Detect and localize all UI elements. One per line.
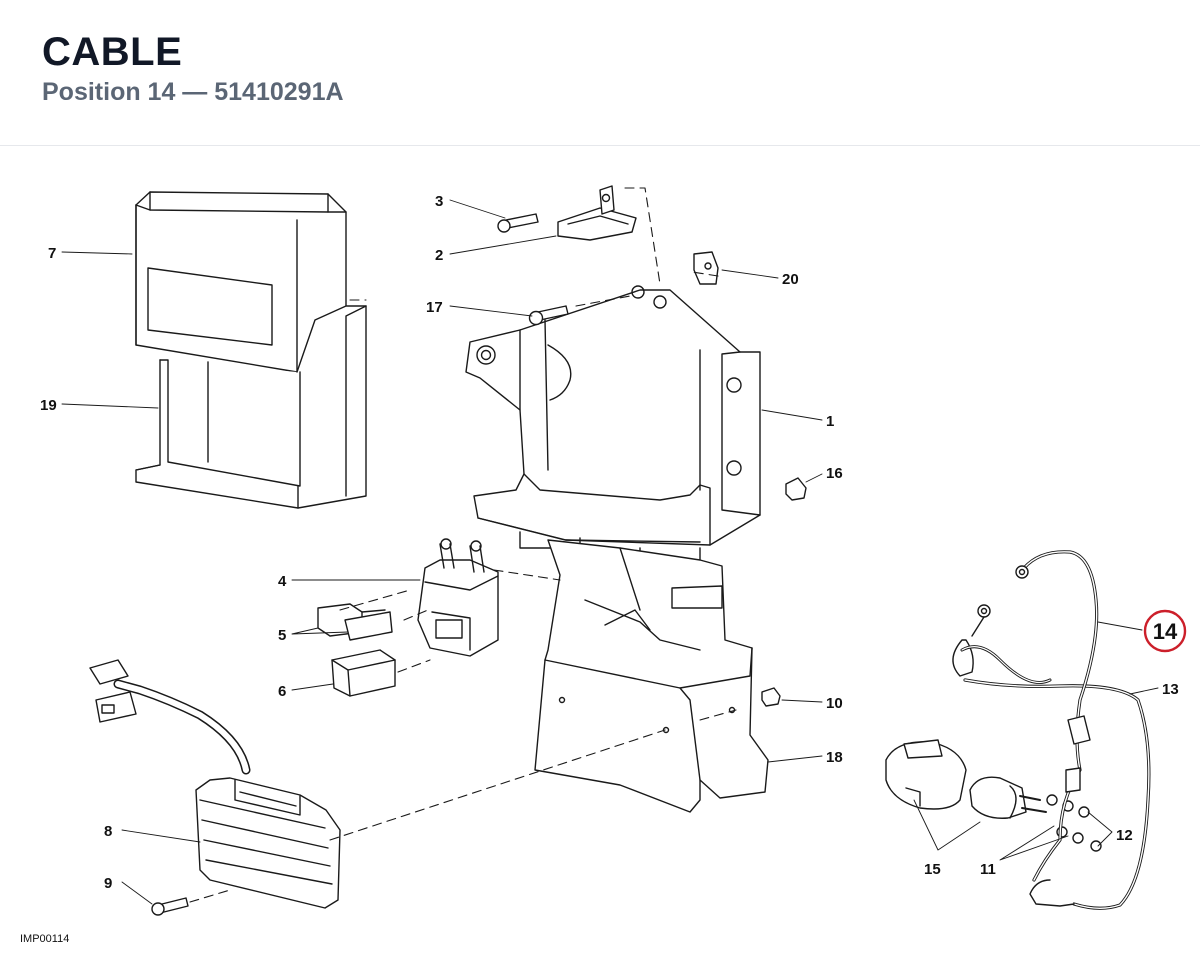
- callout-7[interactable]: 7: [48, 245, 56, 262]
- part-main-bracket[interactable]: [465, 285, 761, 563]
- part-washers-nuts[interactable]: [1046, 794, 1102, 852]
- page-title: CABLE: [42, 30, 183, 74]
- page-header: CABLE Position 14 — 51410291A: [0, 0, 1200, 146]
- part-screw-9[interactable]: [151, 897, 189, 916]
- callout-12[interactable]: 12: [1116, 827, 1133, 844]
- part-nut-10[interactable]: [761, 687, 781, 707]
- callout-8[interactable]: 8: [104, 823, 112, 840]
- part-relay-holder[interactable]: [417, 538, 499, 657]
- callout-13[interactable]: 13: [1162, 681, 1179, 698]
- callout-20[interactable]: 20: [782, 271, 799, 288]
- part-lower-plate[interactable]: [534, 539, 769, 813]
- leader-lines: [61, 199, 1159, 905]
- part-starter-solenoid[interactable]: [969, 776, 1047, 819]
- callout-1[interactable]: 1: [826, 413, 834, 430]
- part-clip[interactable]: [557, 185, 637, 241]
- callout-4[interactable]: 4: [278, 573, 287, 590]
- part-screw-17[interactable]: [528, 305, 569, 326]
- part-battery[interactable]: [135, 191, 347, 373]
- callout-3[interactable]: 3: [435, 193, 443, 210]
- callout-11[interactable]: 11: [980, 861, 996, 878]
- callout-17[interactable]: 17: [426, 299, 443, 316]
- part-voltage-regulator[interactable]: [89, 659, 341, 909]
- callout-6[interactable]: 6: [278, 683, 286, 700]
- part-battery-box[interactable]: [135, 305, 367, 509]
- part-cable-14[interactable]: [952, 550, 1099, 882]
- callout-labels: 7 19 3 2 17 20 1 16 4 5 6 8 9 10 18 13 1…: [20, 193, 1179, 945]
- part-relay-large[interactable]: [331, 649, 396, 697]
- part-solenoid-cover[interactable]: [885, 739, 967, 810]
- diagram-code: IMP00114: [20, 933, 69, 945]
- callout-16[interactable]: 16: [826, 465, 843, 482]
- callout-14[interactable]: 14: [1153, 619, 1178, 644]
- callout-2[interactable]: 2: [435, 247, 443, 264]
- part-screw-3[interactable]: [497, 213, 539, 233]
- callout-18[interactable]: 18: [826, 749, 843, 766]
- callout-15[interactable]: 15: [924, 861, 941, 878]
- part-nut-16[interactable]: [785, 477, 807, 501]
- page-subtitle: Position 14 — 51410291A: [42, 78, 344, 106]
- callout-5[interactable]: 5: [278, 627, 286, 644]
- callout-19[interactable]: 19: [40, 397, 57, 414]
- exploded-parts-diagram: 7 19 3 2 17 20 1 16 4 5 6 8 9 10 18 13 1…: [0, 146, 1200, 959]
- assembly-lines: [189, 187, 737, 903]
- part-speed-nut[interactable]: [693, 251, 719, 285]
- callout-9[interactable]: 9: [104, 875, 112, 892]
- callout-14-highlight[interactable]: 14: [1143, 609, 1187, 653]
- part-cable-13[interactable]: [963, 678, 1151, 910]
- part-relay-small[interactable]: [317, 603, 393, 641]
- callout-10[interactable]: 10: [826, 695, 843, 712]
